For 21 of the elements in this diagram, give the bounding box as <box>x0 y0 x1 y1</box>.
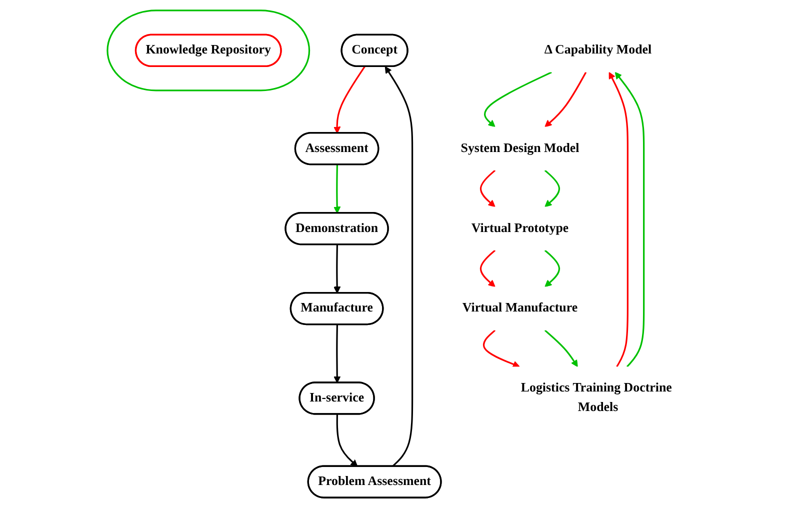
node-text: Virtual Manufacture <box>462 300 578 314</box>
arrow <box>483 329 520 368</box>
arrow <box>385 66 414 467</box>
node-text: System Design Model <box>461 140 580 155</box>
arrow <box>484 71 552 127</box>
node-text: Virtual Prototype <box>472 220 569 235</box>
arrow <box>544 71 587 127</box>
node-text: Logistics Training Doctrine Models <box>521 380 672 414</box>
arrow <box>544 249 560 287</box>
node-text: Δ Capability Model <box>544 42 652 56</box>
arrow <box>615 71 645 367</box>
arrow <box>480 249 496 287</box>
arrow <box>334 324 341 383</box>
arrow <box>609 71 629 367</box>
arrow <box>334 164 341 214</box>
arrow <box>334 244 341 293</box>
arrow <box>544 169 560 207</box>
arrow <box>334 66 366 134</box>
arrow <box>336 414 358 466</box>
arrow <box>544 329 578 366</box>
arrow <box>480 169 496 207</box>
